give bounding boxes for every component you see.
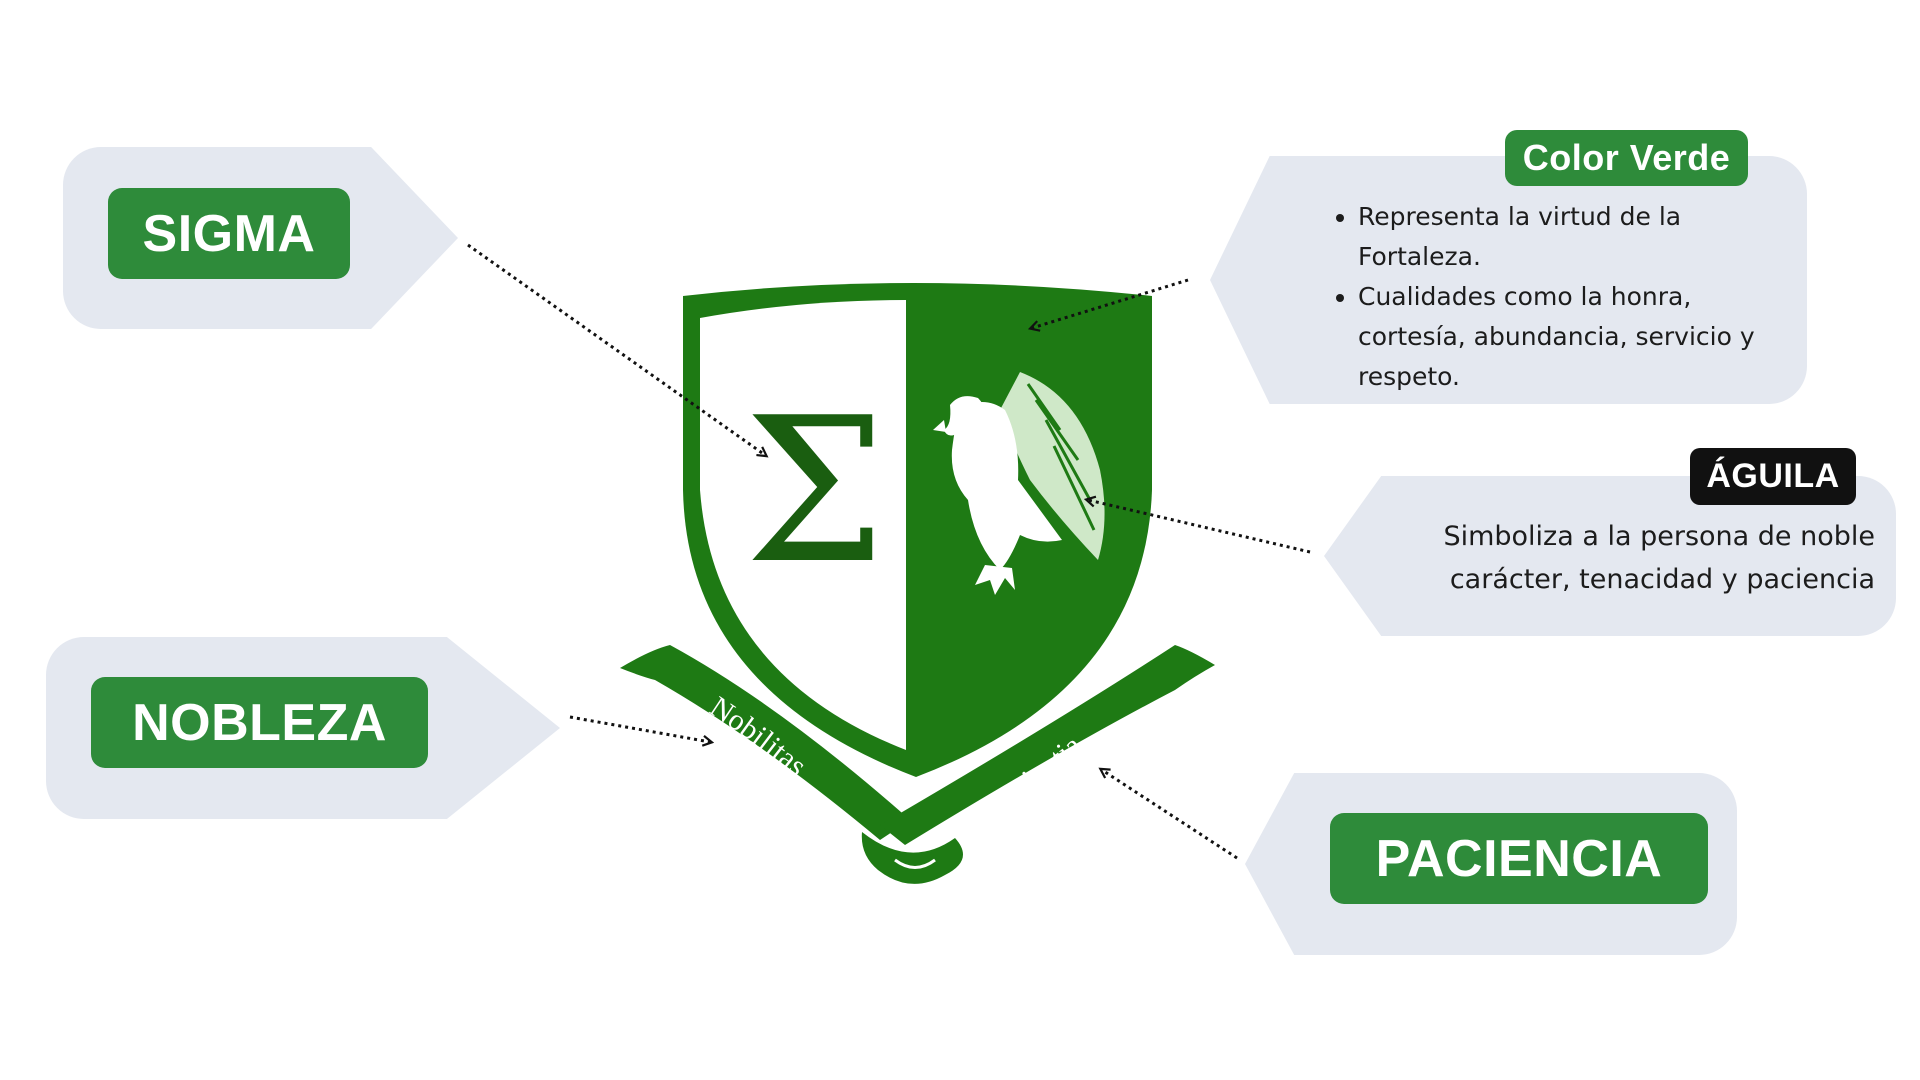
paciencia-label: PACIENCIA bbox=[1330, 813, 1708, 904]
color-verde-list: Representa la virtud de la Fortaleza. Cu… bbox=[1330, 197, 1790, 397]
eagle-icon bbox=[933, 372, 1105, 595]
color-verde-bubble bbox=[1210, 156, 1807, 404]
color-verde-bullet: Representa la virtud de la Fortaleza. bbox=[1358, 197, 1790, 277]
sigma-connector bbox=[467, 243, 765, 455]
motto-ribbon bbox=[620, 645, 1215, 884]
paciencia-connector bbox=[1102, 770, 1238, 860]
color-verde-description: Representa la virtud de la Fortaleza. Cu… bbox=[1330, 197, 1790, 397]
aguila-description: Simboliza a la persona de noble carácter… bbox=[1395, 515, 1875, 601]
sigma-symbol: Σ bbox=[744, 375, 885, 608]
nobleza-connector bbox=[569, 715, 710, 742]
aguila-text: Simboliza a la persona de noble carácter… bbox=[1443, 521, 1875, 595]
nobleza-label: NOBLEZA bbox=[91, 677, 428, 768]
aguila-title: ÁGUILA bbox=[1690, 448, 1856, 505]
aguila-connector bbox=[1088, 500, 1311, 554]
sigma-label: SIGMA bbox=[108, 188, 350, 279]
color-verde-title: Color Verde bbox=[1505, 130, 1748, 186]
color-verde-bullet: Cualidades como la honra, cortesía, abun… bbox=[1358, 277, 1790, 397]
